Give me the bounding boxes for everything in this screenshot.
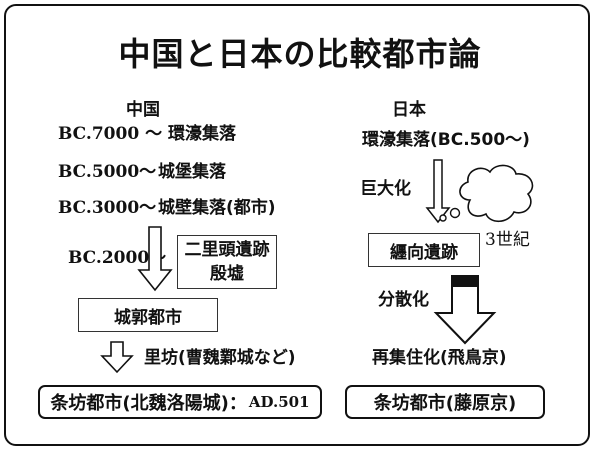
china-row-date-2: BC.5000～: [58, 162, 157, 182]
enlargement-label: 巨大化: [360, 179, 411, 199]
dispersal-label: 分散化: [378, 290, 429, 310]
japan-down-arrow: [425, 159, 451, 224]
bubble-small: [439, 214, 447, 222]
china-bc2000: BC.2000～: [68, 248, 167, 268]
china-row-date-1: BC.7000 ～: [58, 124, 163, 144]
dispersal-big-arrow: [433, 275, 497, 345]
china-row-label-2: 城堡集落: [158, 162, 226, 182]
castle-city-box: 城郭都市: [78, 298, 218, 332]
china-row-label-1: 環濠集落: [168, 124, 236, 144]
japan-final-label: 条坊都市(藤原京): [373, 393, 517, 414]
slide-title: 中国と日本の比較都市論: [118, 35, 482, 73]
china-row-label-3: 城壁集落(都市): [158, 198, 276, 218]
erlitou-box-line2: 殷墟: [210, 264, 244, 284]
china-final-box: 条坊都市(北魏洛陽城)： AD.501: [38, 385, 322, 419]
makimuku-label: 纒向遺跡: [390, 242, 458, 263]
china-header: 中国: [126, 100, 160, 120]
lifang-down-arrow: [100, 341, 134, 374]
erlitou-box: 二里頭遺跡 殷墟: [177, 235, 277, 289]
lifang-label: 里坊(曹魏鄴城など): [144, 348, 296, 368]
china-down-arrow: [137, 226, 173, 292]
china-row-date-3: BC.3000～: [58, 198, 157, 218]
castle-city-label: 城郭都市: [114, 307, 182, 328]
japan-header: 日本: [392, 100, 426, 120]
dispersal-arrow-dark-band: [453, 277, 477, 287]
bubble-medium: [449, 207, 461, 219]
china-final-date: AD.501: [248, 393, 310, 411]
dissolution-cloud: [459, 164, 534, 223]
japan-moat-settlement: 環濠集落(BC.500～): [362, 130, 530, 150]
makimuku-box: 纒向遺跡: [368, 233, 480, 267]
third-century-label: 3世紀: [485, 230, 530, 250]
slide-frame: [4, 4, 590, 446]
erlitou-box-line1: 二里頭遺跡: [184, 240, 270, 260]
reconcentration-label: 再集住化(飛鳥京): [372, 348, 507, 368]
japan-final-box: 条坊都市(藤原京): [345, 385, 545, 419]
china-final-label: 条坊都市(北魏洛陽城)：: [50, 393, 247, 414]
